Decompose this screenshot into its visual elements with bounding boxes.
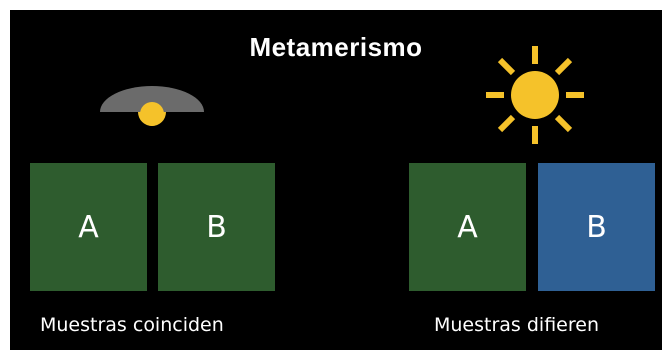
swatch-left-b: B xyxy=(158,163,275,291)
swatch-right-a: A xyxy=(409,163,526,291)
caption-left: Muestras coinciden xyxy=(40,314,224,336)
swatch-right-b: B xyxy=(538,163,655,291)
swatch-label: A xyxy=(78,209,99,245)
lamp-icon xyxy=(100,86,204,126)
diagram-title: Metamerismo xyxy=(249,32,423,62)
swatch-label: B xyxy=(586,209,607,245)
swatch-left-a: A xyxy=(30,163,147,291)
caption-right: Muestras difieren xyxy=(434,314,599,336)
swatch-label: B xyxy=(206,209,227,245)
sun-icon xyxy=(486,46,584,144)
swatch-label: A xyxy=(457,209,478,245)
